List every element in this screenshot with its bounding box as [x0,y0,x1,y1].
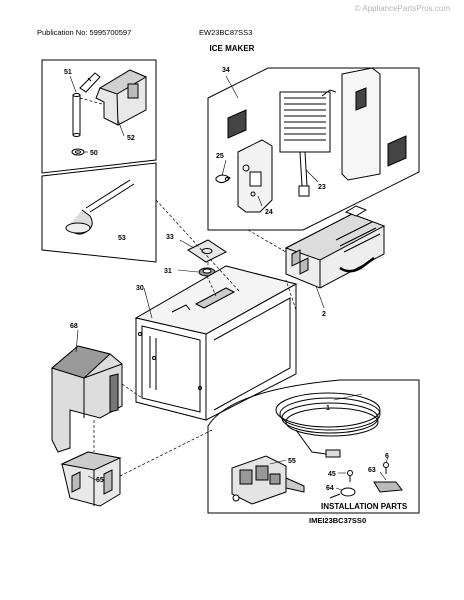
gasket-part [187,239,227,263]
callout-68: 68 [70,323,78,330]
mold-cover-part [237,139,273,213]
inset-box-53 [41,162,157,263]
clip-63-part [373,481,403,493]
section-title: ICE MAKER [209,44,255,53]
front-cover-part [50,345,123,453]
fill-tube-part [72,72,101,137]
bracket-part [60,451,122,507]
callout-53: 53 [118,235,126,242]
callout-1: 1 [326,405,330,412]
callout-2: 2 [322,311,326,318]
callout-51: 51 [64,69,72,76]
ice-bucket-housing-part [134,265,298,421]
screw-6-part [383,462,389,474]
insulation-pad-part [227,109,247,139]
installation-parts-label: INSTALLATION PARTS [321,502,408,511]
callout-52: 52 [127,135,135,142]
callout-6: 6 [385,453,389,460]
installation-parts-box [207,379,420,514]
screw-part [347,470,353,482]
clip-part [215,174,231,184]
ice-maker-assembly-part [284,205,386,289]
inset-box-34-25-23-24 [207,67,420,231]
grommet-part [198,267,216,277]
callout-64: 64 [326,485,334,492]
callout-24: 24 [265,209,273,216]
callout-34: 34 [222,67,230,74]
watermark-text: © AppliancePartsPros.com [354,4,450,13]
callout-55: 55 [288,458,296,465]
diagram-code: IMEI23BC37SS0 [309,516,367,525]
washer-part [71,148,85,156]
water-tube-part [65,179,135,235]
fill-tube-cover-part [95,69,148,126]
callout-65: 65 [96,477,104,484]
callout-30: 30 [136,285,144,292]
callout-25: 25 [216,153,224,160]
publication-number: Publication No: 5995700597 [37,28,132,37]
callout-63: 63 [368,467,376,474]
callout-31: 31 [164,268,172,275]
callout-50: 50 [90,150,98,157]
clamp-part [329,487,356,499]
callout-33: 33 [166,234,174,241]
callout-45: 45 [328,471,336,478]
water-valve-part [231,455,305,505]
heater-coil-part [279,89,337,197]
water-line-tubing-part [275,392,381,458]
callout-23: 23 [318,184,326,191]
insulation-block-part [341,67,381,181]
inset-box-51-52-50 [41,59,157,174]
model-number: EW23BC87SS3 [199,28,253,37]
